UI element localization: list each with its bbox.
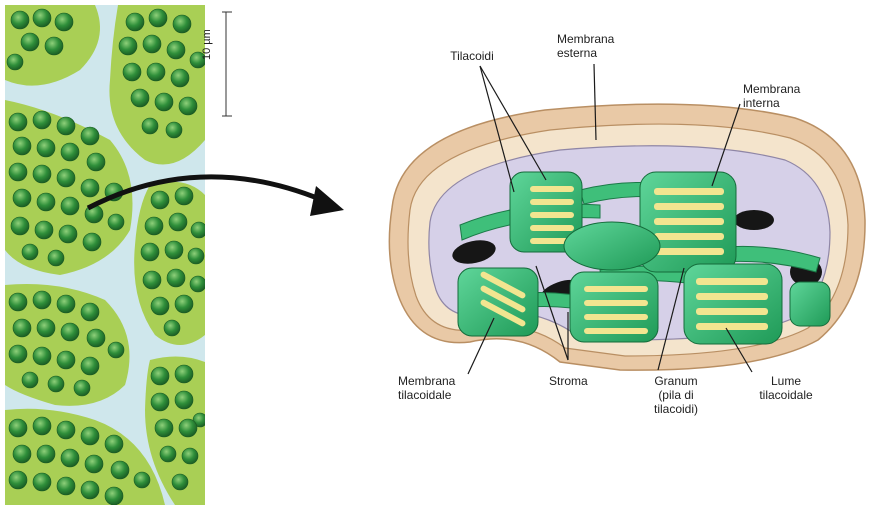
granum-far-right [790,282,830,326]
label-granum: Granum (pila di tilacoidi) [636,374,716,416]
label-lume-tilacoidale: Lume tilacoidale [746,374,826,402]
granum-bottom-center [570,272,658,342]
label-stroma: Stroma [549,374,588,388]
label-tilacoidi: Tilacoidi [432,49,512,63]
granum-bottom-right [684,264,782,344]
micrograph-panel [5,5,207,505]
granum-bottom-left [458,268,538,336]
label-membrana-esterna: Membrana esterna [557,32,614,60]
label-membrana-tilacoidale: Membrana tilacoidale [398,374,455,402]
label-membrana-interna: Membrana interna [743,82,800,110]
scale-bar [222,12,232,116]
chloroplast-diagram [389,64,865,374]
granum-center [564,222,660,270]
scale-bar-label: 10 µm [201,29,213,60]
